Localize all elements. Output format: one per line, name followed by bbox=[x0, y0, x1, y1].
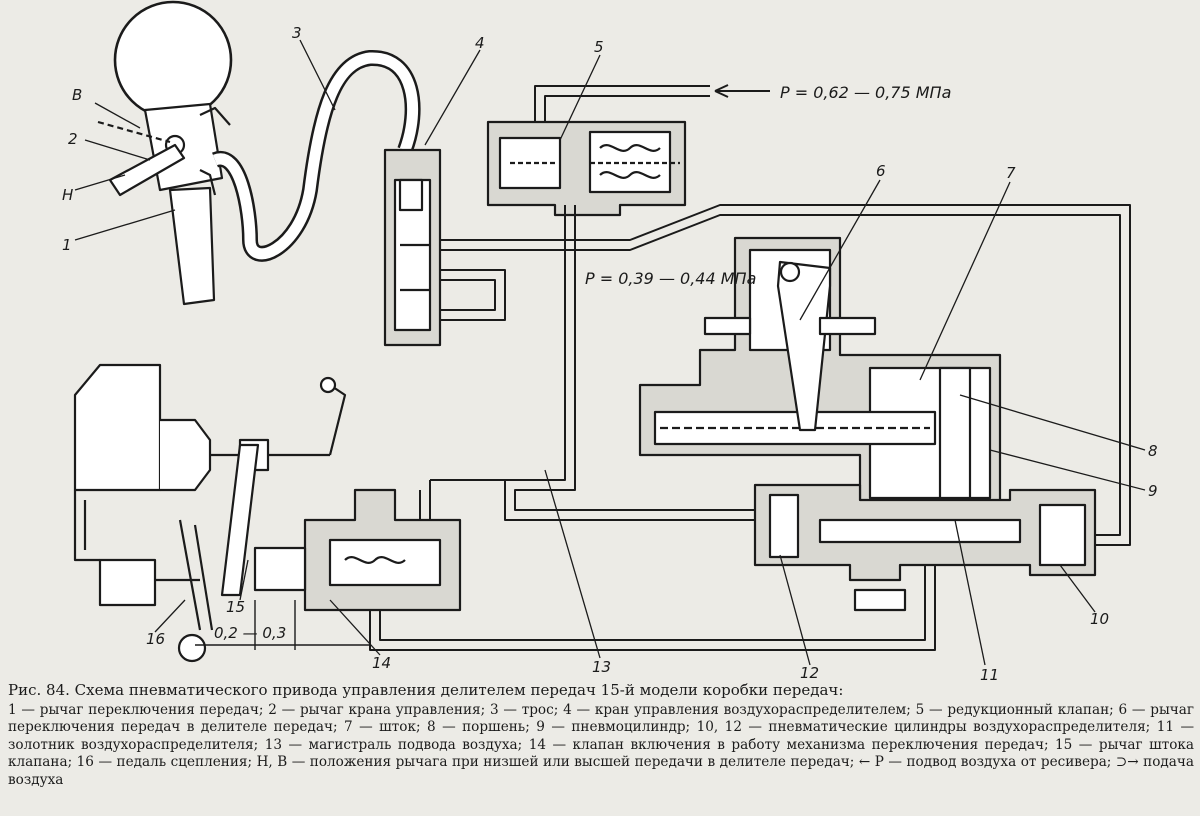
gap-label: 0,2 — 0,3 bbox=[214, 624, 286, 642]
legend-item: Н, В — положения рычага при низшей или в… bbox=[256, 754, 855, 770]
label-9: 9 bbox=[1148, 482, 1158, 500]
label-16: 16 bbox=[146, 630, 165, 648]
legend-item: 8 — поршень; bbox=[426, 719, 530, 735]
label-B: В bbox=[72, 86, 82, 104]
label-8: 8 bbox=[1148, 442, 1158, 460]
label-4: 4 bbox=[475, 34, 485, 52]
leader-lines bbox=[74, 39, 1146, 666]
legend-item: 9 — пневмоцилиндр; bbox=[536, 719, 691, 735]
label-13: 13 bbox=[592, 658, 611, 676]
legend-item: 3 — трос; bbox=[489, 701, 559, 718]
legend-item: 7 — шток; bbox=[343, 719, 421, 735]
legend-item: 13 — магистраль подвода воздуха; bbox=[264, 736, 523, 753]
legend-item: 6 — рычаг переключения передач в делител… bbox=[8, 701, 1194, 736]
supply-pressure-label: P = 0,62 — 0,75 МПа bbox=[780, 83, 951, 102]
label-3: 3 bbox=[292, 24, 302, 42]
gear-shift-lever bbox=[97, 0, 233, 306]
gearbox-unit bbox=[73, 363, 347, 663]
label-1: 1 bbox=[62, 236, 72, 254]
legend-item: 14 — клапан включения в работу механизма… bbox=[528, 736, 1049, 753]
legend-item: 11 — золотник воздухораспределителя; bbox=[8, 719, 1195, 753]
legend-item: 10, 12 — пневматические цилиндры воздухо… bbox=[696, 719, 1151, 735]
label-7: 7 bbox=[1006, 164, 1016, 182]
label-H: Н bbox=[62, 186, 73, 204]
label-12: 12 bbox=[800, 664, 819, 680]
label-6: 6 bbox=[876, 162, 886, 180]
figure-caption: Рис. 84. Схема пневматического привода у… bbox=[8, 681, 1194, 790]
reduced-pressure-label: P = 0,39 — 0,44 МПа bbox=[585, 269, 756, 288]
legend-item: 1 — рычаг переключения передач; bbox=[8, 701, 264, 718]
label-5: 5 bbox=[594, 38, 604, 56]
legend-item: ← Р — подвод воздуха от ресивера; bbox=[858, 754, 1112, 770]
label-11: 11 bbox=[980, 666, 999, 680]
legend-item: 2 — рычаг крана управления; bbox=[268, 701, 486, 718]
label-15: 15 bbox=[226, 598, 245, 616]
pneumatic-cylinder bbox=[638, 236, 1002, 512]
control-cable bbox=[212, 50, 421, 262]
caption-title: Рис. 84. Схема пневматического привода у… bbox=[8, 681, 844, 699]
legend-item: ⊃→ подача воздуха bbox=[8, 754, 1194, 788]
air-distributor bbox=[753, 483, 1097, 612]
label-14: 14 bbox=[372, 654, 391, 672]
gap-dimension bbox=[195, 600, 370, 650]
legend-item: 15 — рычаг штока клапана; bbox=[8, 736, 1195, 771]
caption-legend: 1 — рычаг переключения передач; 2 — рыча… bbox=[8, 702, 1194, 790]
label-10: 10 bbox=[1090, 610, 1109, 628]
clutch-valve bbox=[253, 488, 462, 612]
supply-arrow bbox=[714, 84, 770, 98]
legend-item: 5 — редукционный клапан; bbox=[915, 701, 1114, 718]
air-lines bbox=[369, 85, 1131, 651]
control-valve bbox=[383, 148, 442, 347]
pneumatic-drive-diagram: В 2 Н 1 3 4 5 6 7 8 9 10 11 12 13 14 15 … bbox=[62, 0, 1158, 680]
legend-item: 4 — кран управления воздухораспределител… bbox=[563, 701, 911, 718]
legend-item: 16 — педаль сцепления; bbox=[76, 754, 253, 770]
label-2: 2 bbox=[68, 130, 78, 148]
reducing-valve bbox=[486, 120, 687, 217]
